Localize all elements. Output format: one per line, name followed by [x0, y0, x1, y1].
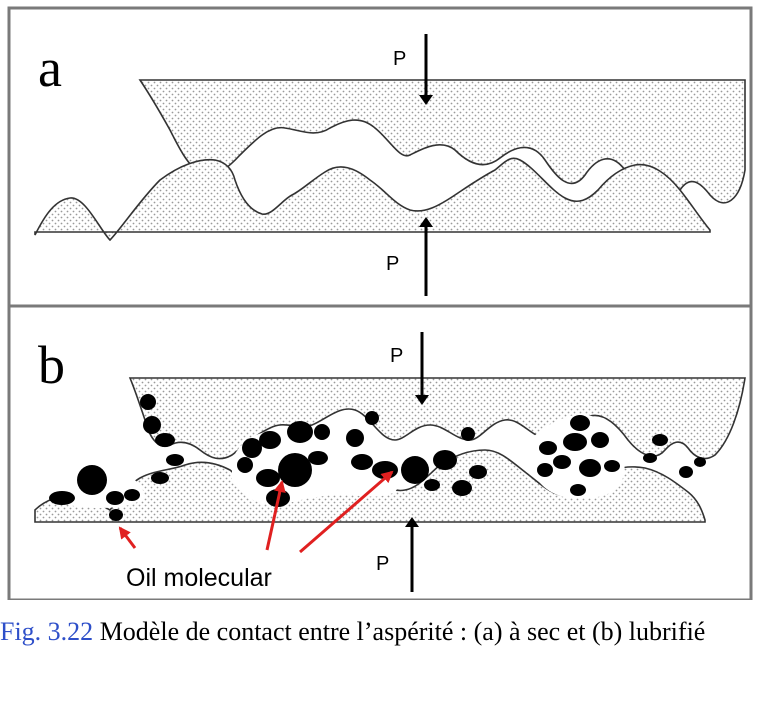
oil-molecule	[433, 450, 457, 470]
oil-arrow-right	[299, 470, 394, 554]
oil-molecular-label: Oil molecular	[126, 564, 272, 592]
oil-molecule	[77, 465, 107, 495]
oil-molecule	[570, 415, 590, 431]
oil-molecule	[278, 453, 312, 487]
oil-molecule	[346, 429, 364, 447]
oil-molecule	[314, 424, 330, 440]
oil-molecules	[49, 394, 706, 521]
oil-molecule	[155, 433, 175, 447]
oil-molecule	[424, 479, 440, 491]
panel-a-bottom-force-label: P	[386, 253, 399, 275]
figure-caption: Fig. 3.22 Modèle de contact entre l’aspé…	[0, 608, 750, 656]
oil-molecule	[643, 453, 657, 463]
oil-molecule	[652, 434, 668, 446]
oil-molecule	[287, 421, 313, 443]
oil-molecule	[553, 455, 571, 469]
panel-b-upper-surface	[128, 377, 746, 460]
caption-text: Modèle de contact entre l’aspérité : (a)…	[93, 617, 706, 646]
oil-molecule	[308, 451, 328, 465]
oil-arrow-middle	[265, 480, 286, 551]
panel-a-label: a	[38, 38, 62, 98]
oil-molecule	[256, 469, 280, 487]
oil-molecule	[570, 484, 586, 496]
asperity-contact-diagram: a P P	[7, 6, 753, 602]
oil-molecule	[166, 454, 184, 466]
oil-molecule	[604, 460, 620, 472]
figure: a P P	[7, 6, 753, 602]
oil-molecule	[401, 456, 429, 484]
oil-molecule	[259, 431, 281, 449]
oil-molecule	[237, 457, 253, 473]
oil-molecule	[461, 427, 475, 441]
oil-molecule	[124, 489, 140, 501]
oil-molecule	[579, 459, 601, 477]
oil-molecule	[365, 411, 379, 425]
oil-molecule	[49, 491, 75, 505]
oil-molecule	[106, 491, 124, 505]
figure-reference: Fig. 3.22	[0, 617, 94, 646]
oil-molecule	[563, 433, 587, 451]
oil-molecule	[109, 509, 123, 521]
oil-molecule	[539, 441, 557, 455]
panel-a: a P P	[34, 34, 746, 296]
oil-molecule	[537, 463, 553, 477]
panel-a-lower-surface	[34, 157, 711, 242]
oil-arrow-left	[118, 526, 137, 549]
oil-molecule	[452, 480, 472, 496]
panel-b-label: b	[38, 335, 65, 395]
oil-molecule	[151, 472, 169, 484]
panel-a-top-force-label: P	[393, 48, 406, 70]
oil-molecule	[140, 394, 156, 410]
panel-b: b P P Oil molecular	[34, 332, 746, 592]
oil-molecule	[591, 432, 609, 448]
oil-molecule	[351, 454, 373, 470]
panel-b-bottom-force-label: P	[376, 553, 389, 575]
oil-molecule	[679, 466, 693, 478]
oil-molecule	[694, 457, 706, 467]
panel-b-top-force-label: P	[390, 345, 403, 367]
oil-molecule	[242, 438, 262, 458]
oil-molecule	[469, 465, 487, 479]
oil-molecule	[143, 416, 161, 434]
